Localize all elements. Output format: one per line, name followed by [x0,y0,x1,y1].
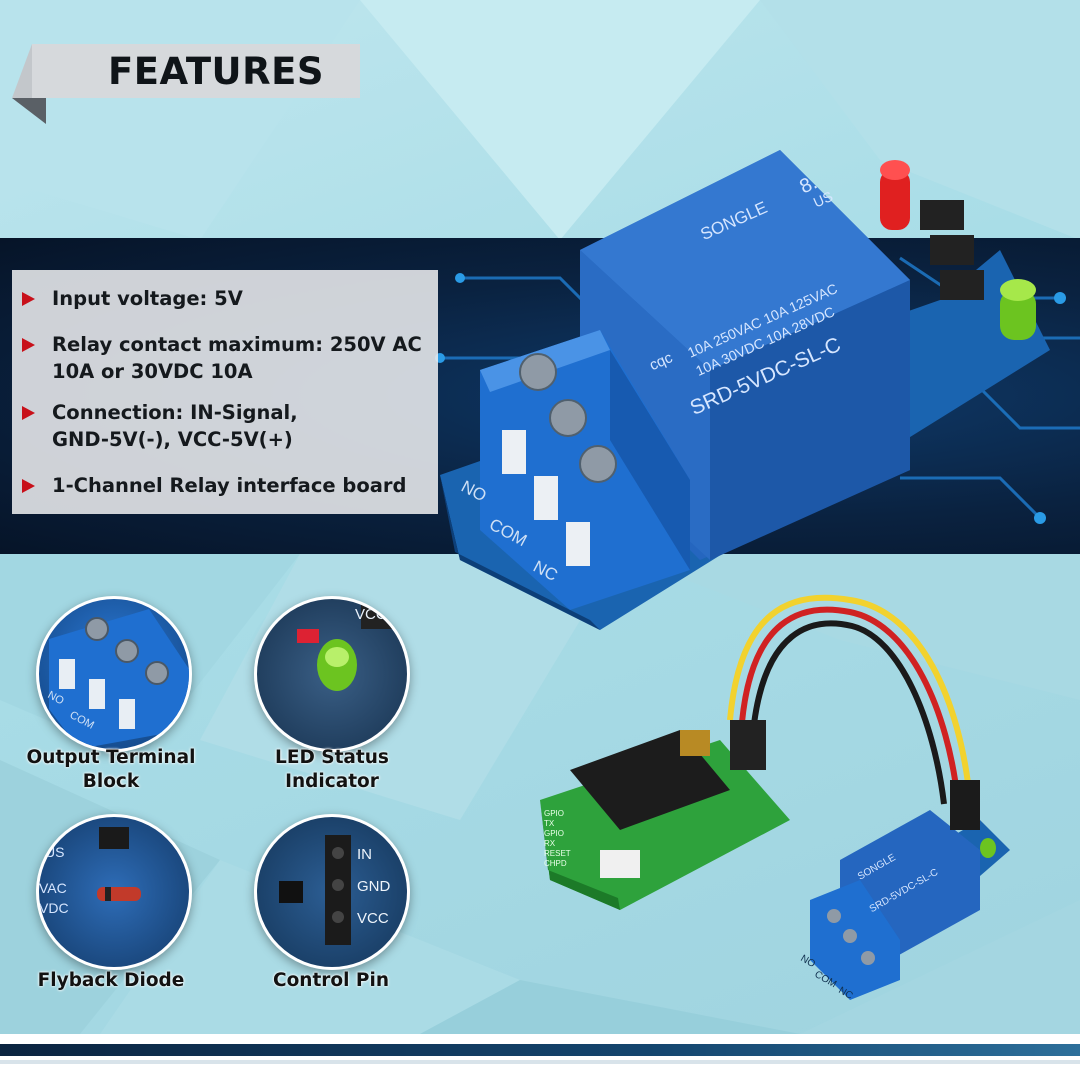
caption-flyback-diode: Flyback Diode [37,970,185,991]
caption-led-indicator: LED Status Indicator [275,747,389,792]
wiring-diagram-image: GPIO TX GPIO RX RESET CHPD SONGLE SRD-5V… [540,594,1010,1002]
bullet-arrow-icon [22,479,35,493]
caption-output-terminal: Output Terminal Block [16,746,206,794]
features-banner [12,44,360,124]
feature-list-panel [12,270,438,514]
caption-control-pin: Control Pin [273,970,389,991]
thumb-label: VCC [357,910,389,927]
feature-text: Relay contact maximum: 250V AC 10A or 30… [52,333,422,383]
thumb-label: IN [357,846,372,863]
bullet-arrow-icon [22,406,35,420]
feature-item: 1-Channel Relay interface board [22,472,432,499]
caption-line: Block [82,771,140,792]
thumb-label: GND [357,878,391,895]
pin-label: GPIO [544,809,564,818]
relay-board-image: SONGLE 8. US cqc 10A 250VAC 10A 125VAC 1… [440,150,1050,630]
feature-item: Relay contact maximum: 250V AC 10A or 30… [22,331,432,385]
footer-band [0,1034,1080,1080]
thumbnail-output-terminal: NO COM [36,596,192,752]
pin-label: GPIO [544,829,564,838]
thumb-label: VAC [39,880,67,896]
footer-stripe [0,1044,1080,1056]
footer-divider [0,1060,1080,1064]
page-title: FEATURES [108,50,325,93]
caption-line: Output Terminal [26,747,196,768]
pin-label: RESET [544,849,571,858]
bullet-arrow-icon [22,338,35,352]
feature-item: Connection: IN-Signal, GND-5V(-), VCC-5V… [22,399,312,453]
thumb-label: VDC [39,900,69,916]
feature-item: Input voltage: 5V [22,285,432,312]
bullet-arrow-icon [22,292,35,306]
feature-text: Connection: IN-Signal, GND-5V(-), VCC-5V… [52,401,298,451]
feature-text: Input voltage: 5V [52,287,243,310]
thumbnail-led-indicator: VCC [254,596,410,752]
relay-us-text: US [811,188,835,211]
thumbnail-flyback-diode: US VAC VDC [36,814,192,970]
pin-label: CHPD [544,859,567,868]
thumbnail-control-pin: IN GND VCC [254,814,410,970]
pin-label: RX [544,839,556,848]
pin-label: TX [544,819,555,828]
feature-text: 1-Channel Relay interface board [52,474,407,497]
